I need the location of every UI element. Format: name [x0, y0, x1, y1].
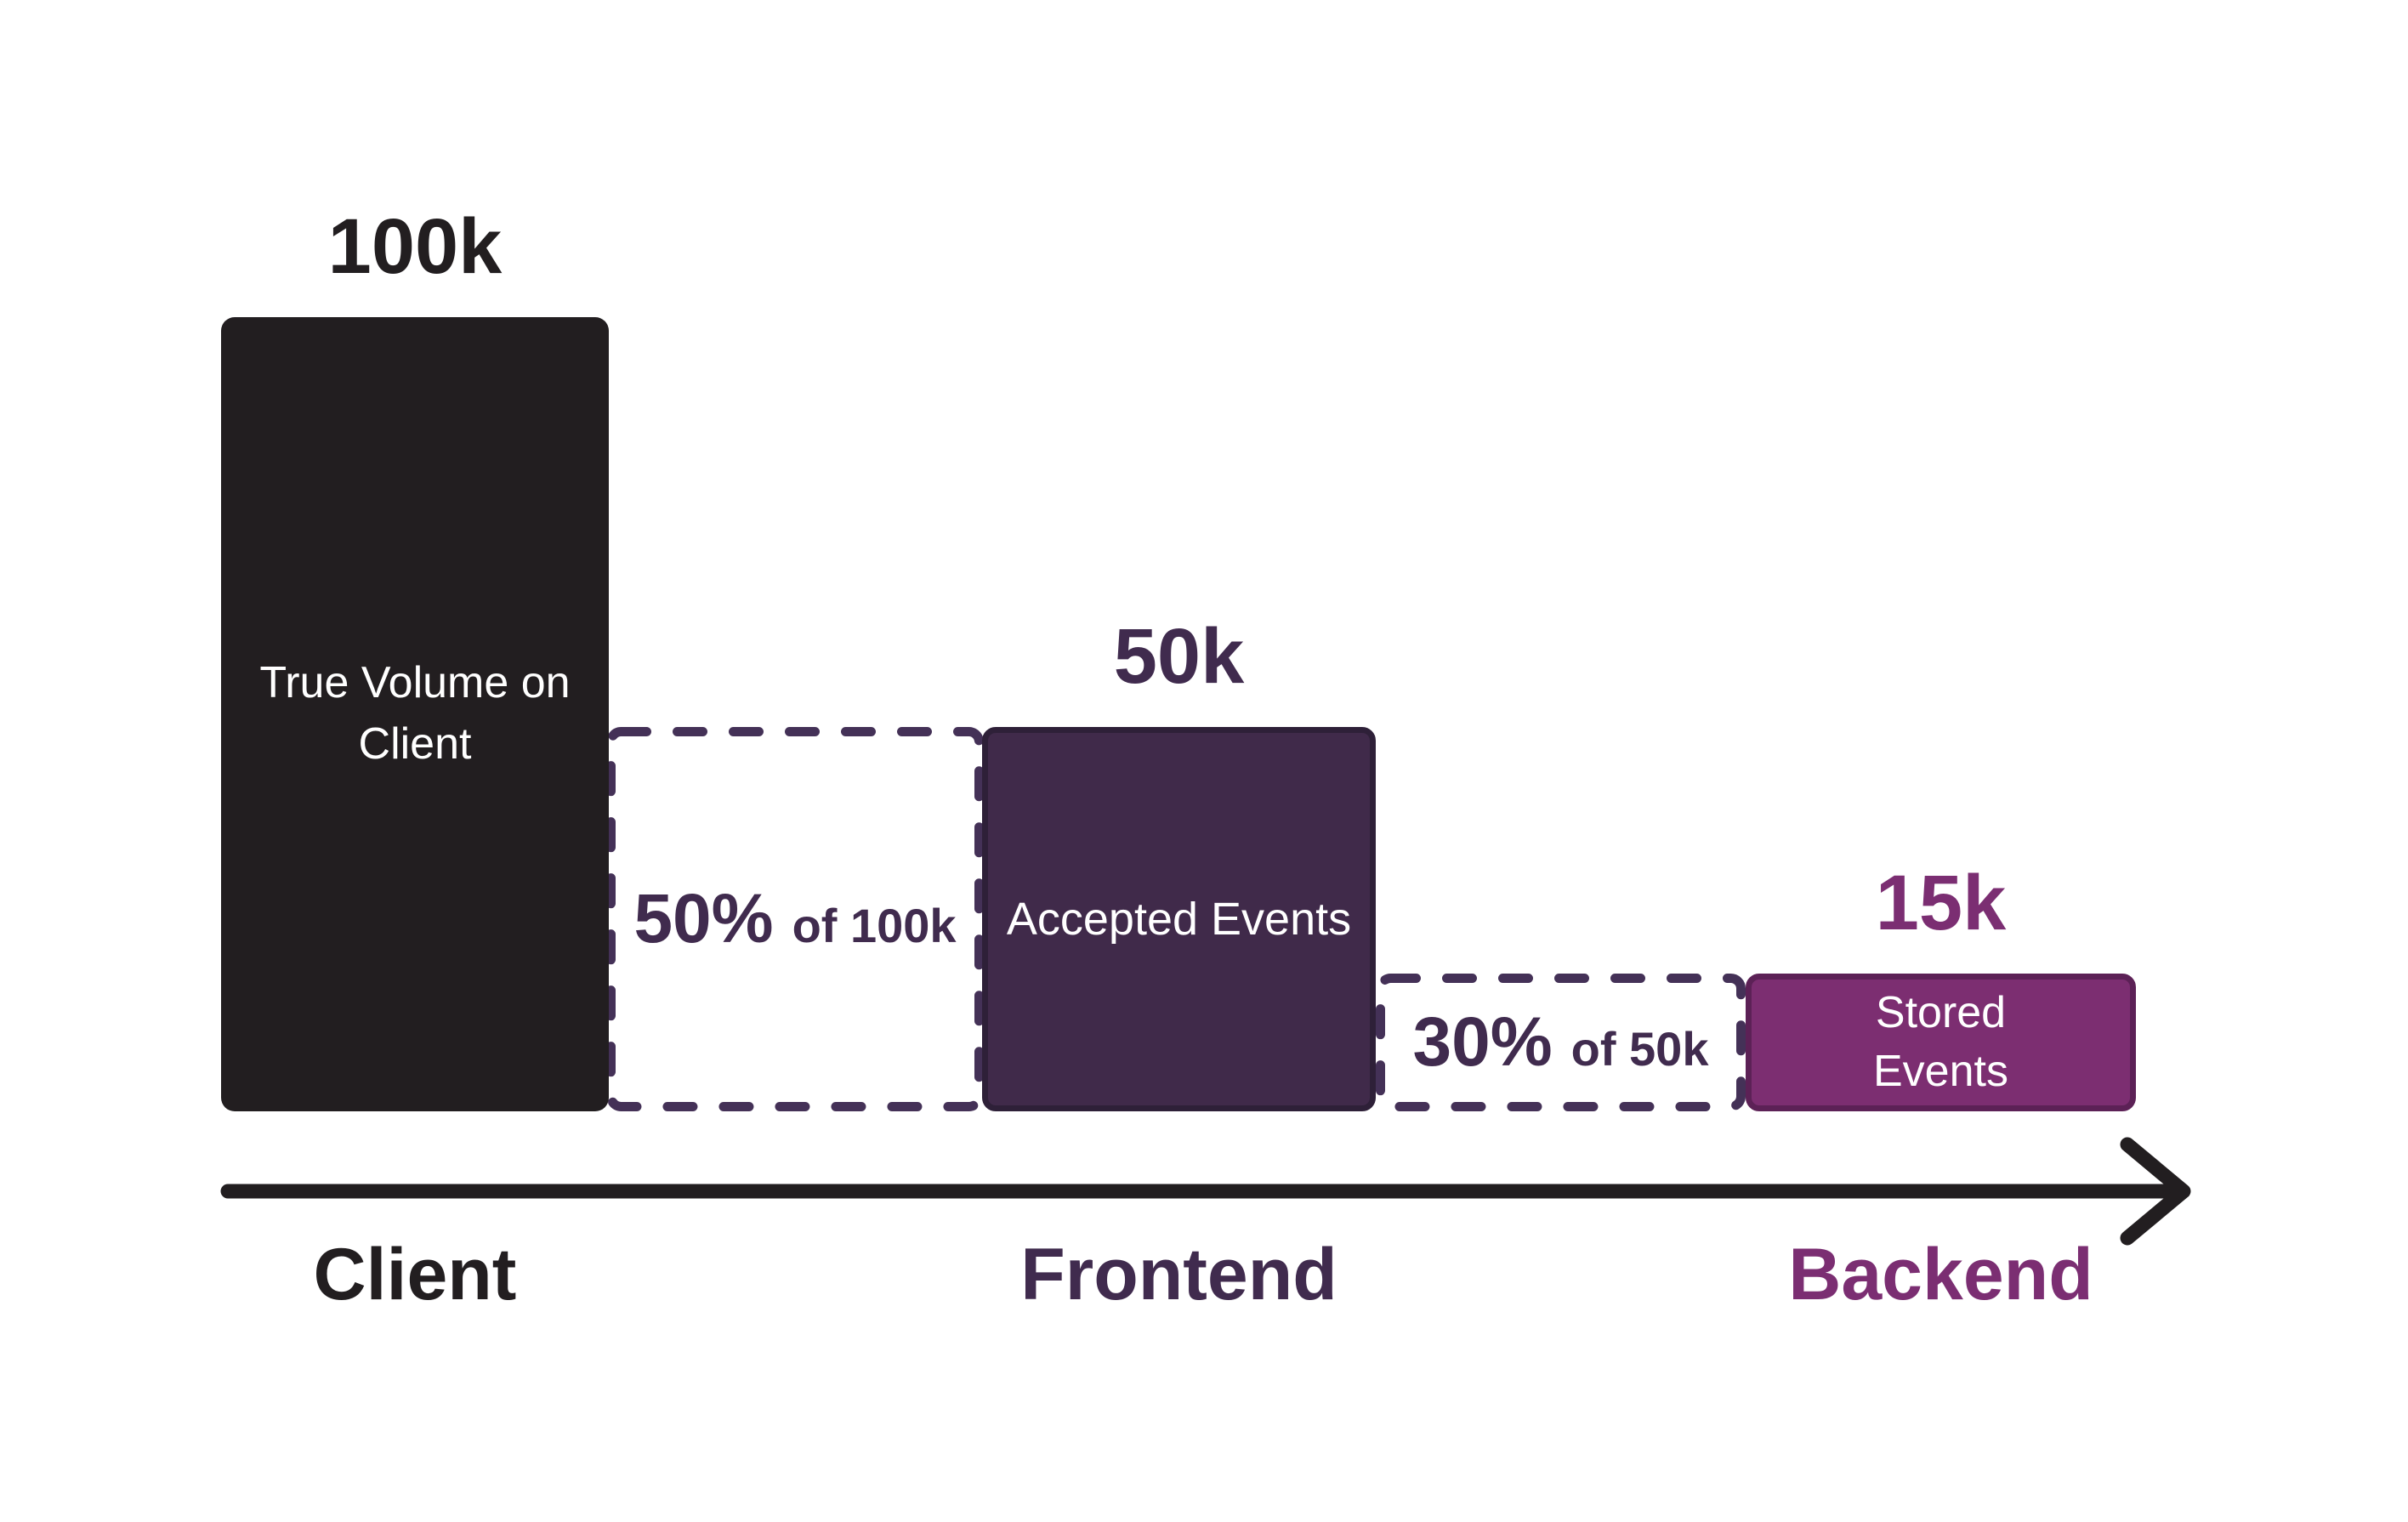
- loss-annotation-text: 50% of 100k: [633, 879, 956, 959]
- accepted-events-bar: Accepted Events: [982, 727, 1376, 1111]
- stored-events-bar-label: Stored Events: [1873, 988, 2008, 1096]
- loss-basis: of 100k: [792, 899, 957, 952]
- stored-events-bar: Stored Events: [1746, 974, 2136, 1111]
- loss-percent: 30%: [1412, 1003, 1553, 1081]
- loss-basis: of 50k: [1570, 1022, 1709, 1076]
- axis-label-client: Client: [313, 1234, 517, 1315]
- accepted-events-bar-label: Accepted Events: [1006, 893, 1352, 945]
- client-volume-bar: True Volume on Client: [221, 317, 609, 1111]
- loss-percent: 50%: [633, 880, 774, 957]
- loss-annotation-text: 30% of 50k: [1413, 1002, 1709, 1082]
- client-volume-bar-label: True Volume on Client: [259, 658, 571, 769]
- client-value-label: 100k: [327, 203, 503, 290]
- loss-annotation-frontend-backend: 30% of 50k: [1376, 974, 1746, 1111]
- frontend-value-label: 50k: [1113, 613, 1245, 700]
- axis-arrow-head-icon: [2120, 1137, 2191, 1246]
- loss-annotation-client-frontend: 50% of 100k: [606, 727, 984, 1111]
- axis-label-frontend: Frontend: [1020, 1234, 1337, 1315]
- backend-value-label: 15k: [1875, 860, 2007, 946]
- axis-label-backend: Backend: [1788, 1234, 2093, 1315]
